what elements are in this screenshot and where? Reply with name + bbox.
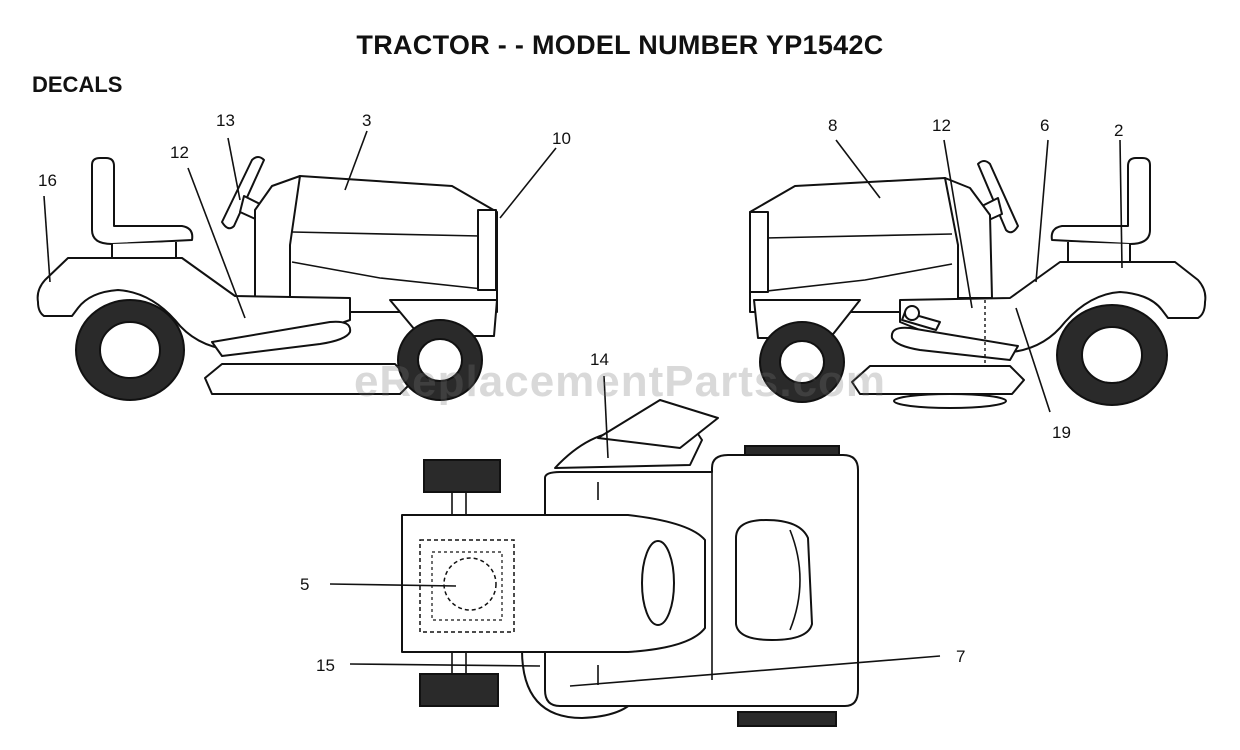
callout-15: 15 [316,656,335,675]
callout-numbers: 16 13 12 3 10 8 12 6 2 19 14 5 15 7 [38,111,1123,675]
callout-5: 5 [300,575,309,594]
hood-top [401,514,706,653]
steering-wheel-right [977,160,1019,234]
callout-12-right: 12 [932,116,951,135]
callout-13: 13 [216,111,235,130]
callout-2: 2 [1114,121,1123,140]
mower-deck-right [851,365,1025,395]
seat-left [91,157,194,245]
front-tire-top-lower [419,673,499,707]
front-tire-top-upper [423,459,501,493]
callout-3: 3 [362,111,371,130]
body-right [899,261,1207,353]
callout-16: 16 [38,171,57,190]
callout-14: 14 [590,350,609,369]
grille-left [477,209,497,291]
callout-6: 6 [1040,116,1049,135]
callout-12-left: 12 [170,143,189,162]
steering-wheel-top [735,519,813,641]
tractor-right-view [749,157,1207,409]
tractor-left-view [36,156,498,401]
section-label: DECALS [32,72,123,97]
seat-top [597,399,719,449]
callout-19: 19 [1052,423,1071,442]
leader-lines [43,130,1123,687]
hood-right [749,177,959,313]
steering-wheel-left [221,156,265,230]
seat-right [1050,157,1151,245]
callout-7: 7 [956,647,965,666]
hood-left [289,175,498,313]
tractor-top-view [401,399,859,727]
grille-right [749,211,769,293]
diagram-title: TRACTOR - - MODEL NUMBER YP1542C [356,30,884,60]
callout-8: 8 [828,116,837,135]
seat-post-left [111,242,177,259]
watermark: eReplacementParts.com [353,357,887,406]
rear-tire-top-lower [737,711,837,727]
callout-10: 10 [552,129,571,148]
